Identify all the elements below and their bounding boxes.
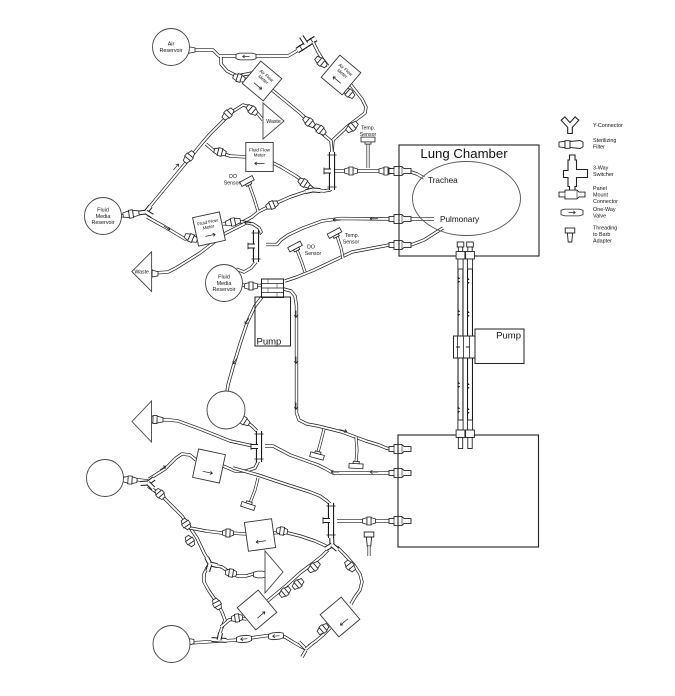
svg-text:Air: Air — [168, 42, 175, 48]
svg-text:Temp.: Temp. — [361, 126, 375, 132]
svg-text:Reservoir: Reservoir — [212, 287, 235, 293]
svg-text:Adapter: Adapter — [593, 239, 612, 245]
svg-text:Filter: Filter — [593, 145, 605, 151]
svg-text:Pump: Pump — [257, 337, 282, 348]
svg-text:Meter: Meter — [336, 68, 349, 80]
svg-text:Lung Chamber: Lung Chamber — [420, 146, 508, 161]
svg-text:Sensor: Sensor — [343, 240, 360, 246]
svg-text:Valve: Valve — [593, 214, 606, 220]
svg-text:Fluid Flow: Fluid Flow — [249, 148, 271, 153]
svg-text:Waste: Waste — [134, 269, 149, 275]
svg-text:Connector: Connector — [593, 199, 618, 205]
svg-text:Threading: Threading — [593, 226, 617, 232]
svg-text:Fluid: Fluid — [97, 208, 109, 214]
svg-text:Mount: Mount — [593, 193, 608, 199]
svg-text:Pump: Pump — [496, 331, 521, 342]
svg-text:Sterilizing: Sterilizing — [593, 138, 616, 144]
svg-text:Reservoir: Reservoir — [91, 220, 114, 226]
svg-text:Y-Connector: Y-Connector — [593, 123, 623, 129]
svg-text:Waste: Waste — [266, 119, 281, 125]
svg-text:Pulmonary: Pulmonary — [440, 215, 480, 224]
svg-text:Reservoir: Reservoir — [159, 48, 182, 54]
svg-text:3-Way: 3-Way — [593, 166, 609, 172]
svg-text:Sensor: Sensor — [305, 251, 322, 257]
svg-text:Sensor: Sensor — [224, 181, 241, 187]
svg-text:Media: Media — [96, 214, 111, 220]
svg-text:DO: DO — [229, 174, 237, 180]
svg-text:Media: Media — [217, 281, 232, 287]
svg-text:Temp.: Temp. — [345, 233, 359, 239]
svg-text:to Barb: to Barb — [593, 232, 610, 238]
svg-text:Trachea: Trachea — [428, 176, 458, 185]
svg-text:Meter: Meter — [202, 223, 215, 230]
svg-text:DO: DO — [307, 245, 315, 251]
svg-text:Meter: Meter — [257, 74, 270, 86]
svg-text:Sensor: Sensor — [360, 132, 377, 138]
svg-text:Fluid Flow: Fluid Flow — [197, 217, 219, 226]
svg-text:One-Way: One-Way — [593, 207, 616, 213]
svg-text:Panel: Panel — [593, 186, 607, 192]
svg-text:Switcher: Switcher — [593, 172, 614, 178]
svg-text:Meter: Meter — [254, 153, 266, 158]
svg-text:Fluid: Fluid — [218, 275, 230, 281]
